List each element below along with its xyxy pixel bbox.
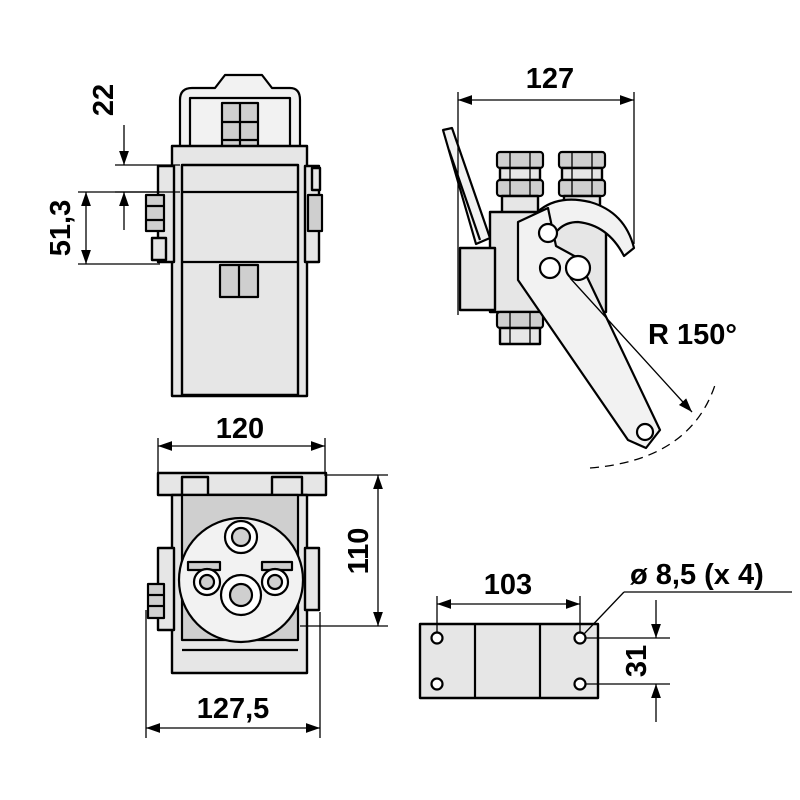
mount-hole: [430, 631, 444, 645]
mounting-plate: [418, 622, 600, 700]
dim-hole-spacing: 103: [436, 569, 581, 632]
dim-110-label: 110: [343, 528, 375, 575]
front-view: [144, 73, 324, 398]
mount-hole: [573, 677, 587, 691]
radius-label: R 150°: [648, 319, 737, 351]
dim-127-label: 127: [526, 63, 574, 95]
dim-hole-diameter: ø 8,5 (x 4): [583, 559, 792, 635]
dim-bottom-height: 110: [300, 474, 388, 627]
bottom-view: [146, 471, 328, 675]
dim-front-vertical: 22 51,3: [45, 84, 180, 265]
mount-hole: [573, 631, 587, 645]
dim-120-label: 120: [216, 413, 264, 445]
side-view: [441, 126, 662, 450]
dim-hole-vertical: 31: [586, 600, 670, 722]
hole-diameter-label: ø 8,5 (x 4): [630, 559, 764, 591]
dim-51-3-label: 51,3: [45, 200, 77, 256]
dim-bottom-width: 120: [157, 413, 326, 476]
dim-22-label: 22: [88, 84, 120, 116]
dim-bottom-total-width: 127,5: [145, 610, 321, 738]
mount-hole: [430, 677, 444, 691]
dim-radius: R 150°: [569, 277, 737, 469]
dim-127-5-label: 127,5: [197, 693, 270, 725]
dim-31-label: 31: [621, 645, 653, 677]
dim-side-width: 127: [457, 63, 635, 315]
fitting-left: [495, 150, 545, 218]
dim-103-label: 103: [484, 569, 532, 601]
